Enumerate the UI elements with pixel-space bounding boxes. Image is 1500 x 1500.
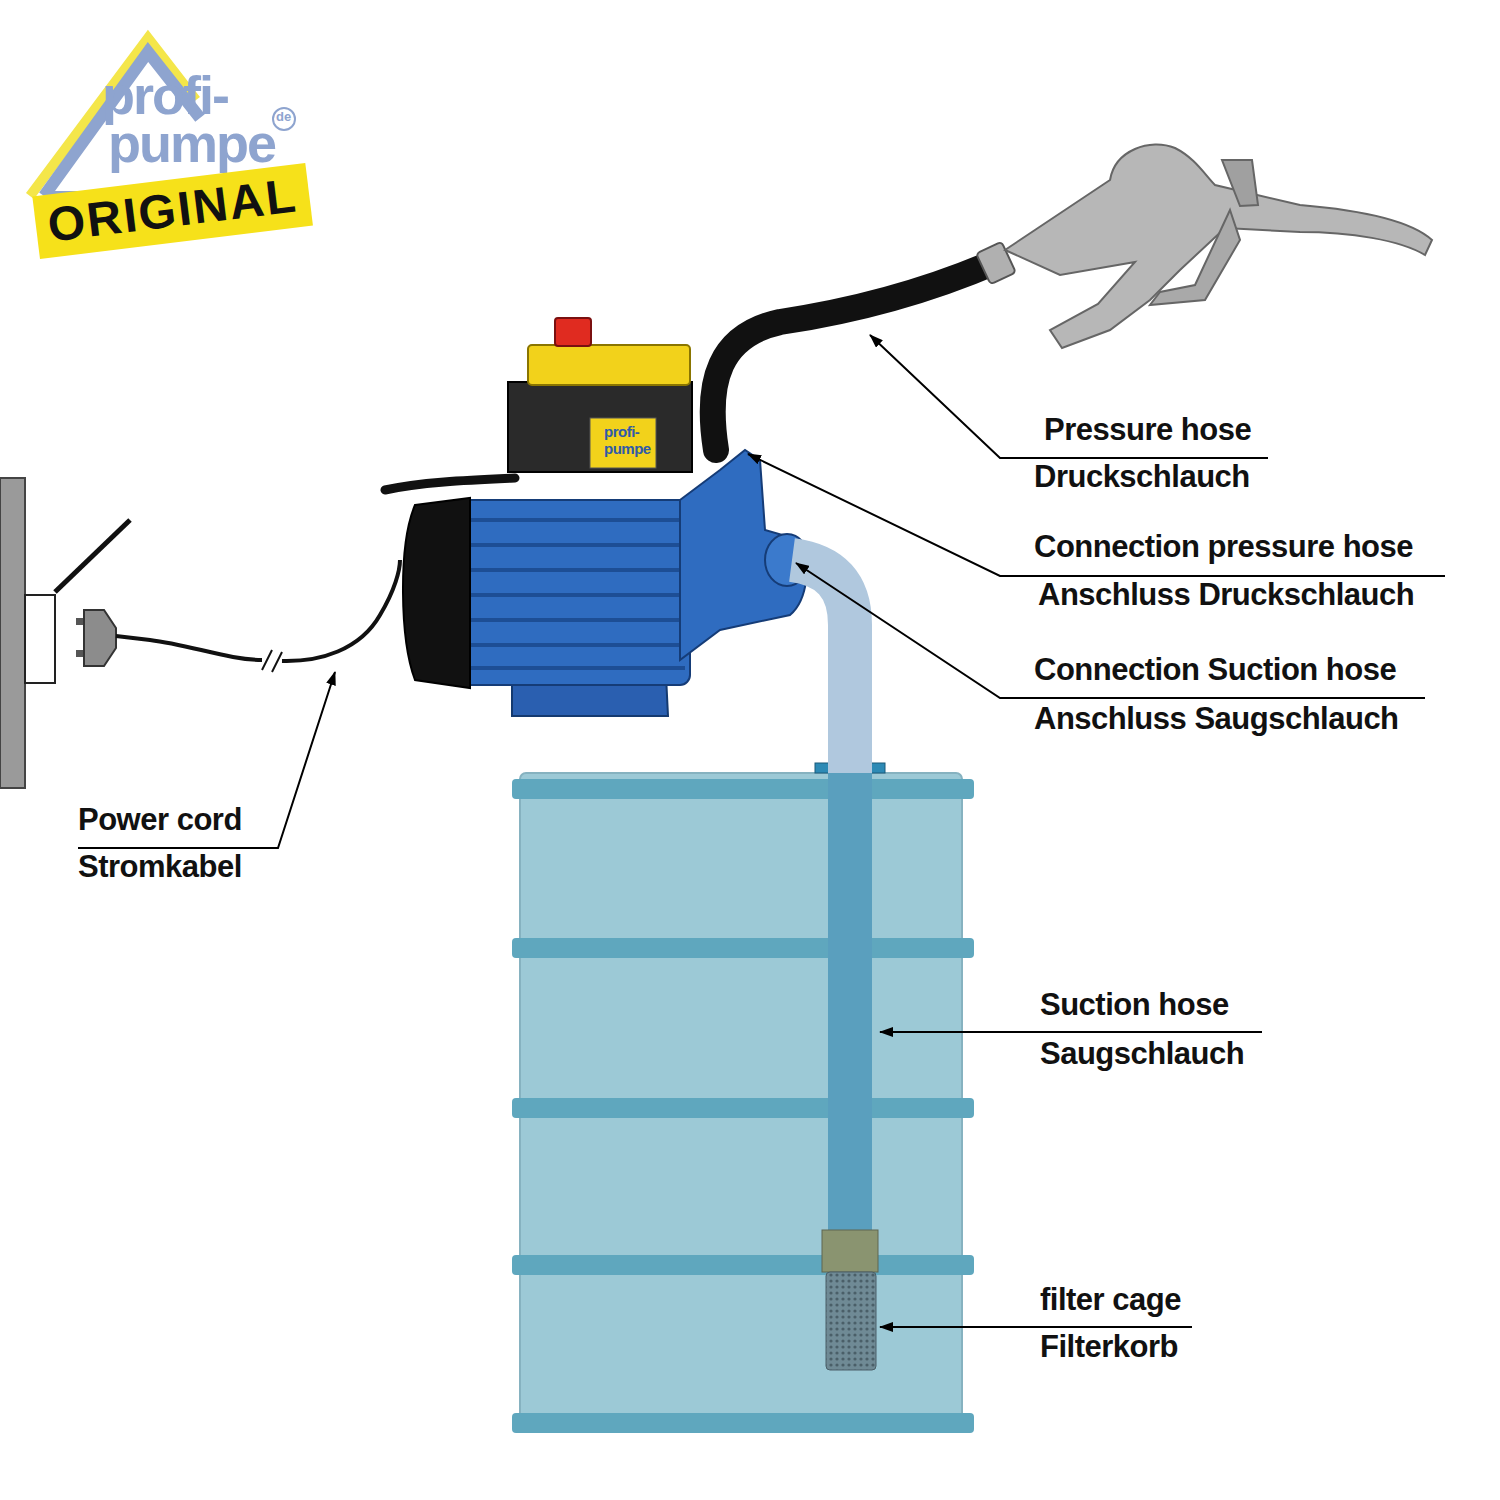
badge-text: ORIGINAL: [45, 169, 301, 252]
callout-label: Saugschlauch: [1040, 1036, 1244, 1072]
callout-label: Connection Suction hose: [1034, 652, 1396, 688]
callout-label: filter cage: [1040, 1282, 1181, 1318]
callout-label: Stromkabel: [78, 849, 242, 885]
callout-label: Pressure hose: [1044, 412, 1251, 448]
callout-label: Connection pressure hose: [1034, 529, 1413, 565]
callout-label: Anschluss Saugschlauch: [1034, 701, 1399, 737]
callout-label: Filterkorb: [1040, 1329, 1178, 1365]
callout-label: Anschluss Druckschlauch: [1038, 577, 1414, 613]
pump-logo-text: pumpe: [604, 440, 651, 457]
badge-band: ORIGINAL: [32, 163, 313, 259]
callout-label: Druckschlauch: [1034, 459, 1250, 495]
logo-text: pumpe: [108, 112, 275, 174]
callout-label: Suction hose: [1040, 987, 1229, 1023]
callout-label: Power cord: [78, 802, 242, 838]
pump-logo-text: profi-: [604, 423, 639, 440]
logo-domain: de: [276, 110, 291, 125]
